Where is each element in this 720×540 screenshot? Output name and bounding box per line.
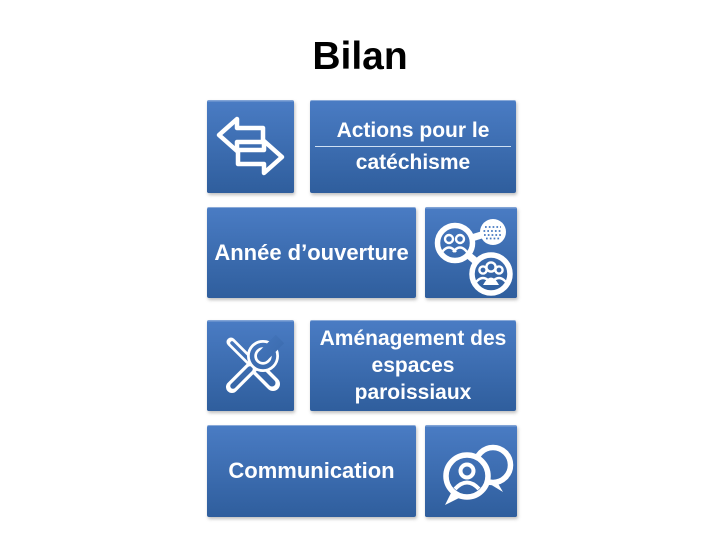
communication-icon-box [425,425,517,517]
label-line: paroissiaux [354,381,472,404]
actions-label-box: Actions pour le catéchisme [310,100,516,193]
amenagement-icon-box [207,320,294,411]
slide-title: Bilan [312,35,408,78]
transfer-arrows-icon [207,100,294,193]
label-line: Actions pour le [336,119,490,142]
label-line: Aménagement des [319,327,507,350]
label-line: Communication [228,458,395,483]
communication-label-box: Communication [207,425,416,517]
label-line: catéchisme [355,151,471,174]
annee-label-box: Année d’ouverture [207,207,416,298]
annee-icon-box [425,207,517,298]
label-line: Année d’ouverture [214,239,409,265]
label-underline [315,146,511,147]
network-globe-people-icon [425,207,517,298]
actions-icon-box [207,100,294,193]
amenagement-label-box: Aménagement des espaces paroissiaux [310,320,516,411]
label-line: espaces [371,354,455,377]
speech-bubbles-icon [425,425,517,517]
crossed-tools-icon [207,320,294,411]
